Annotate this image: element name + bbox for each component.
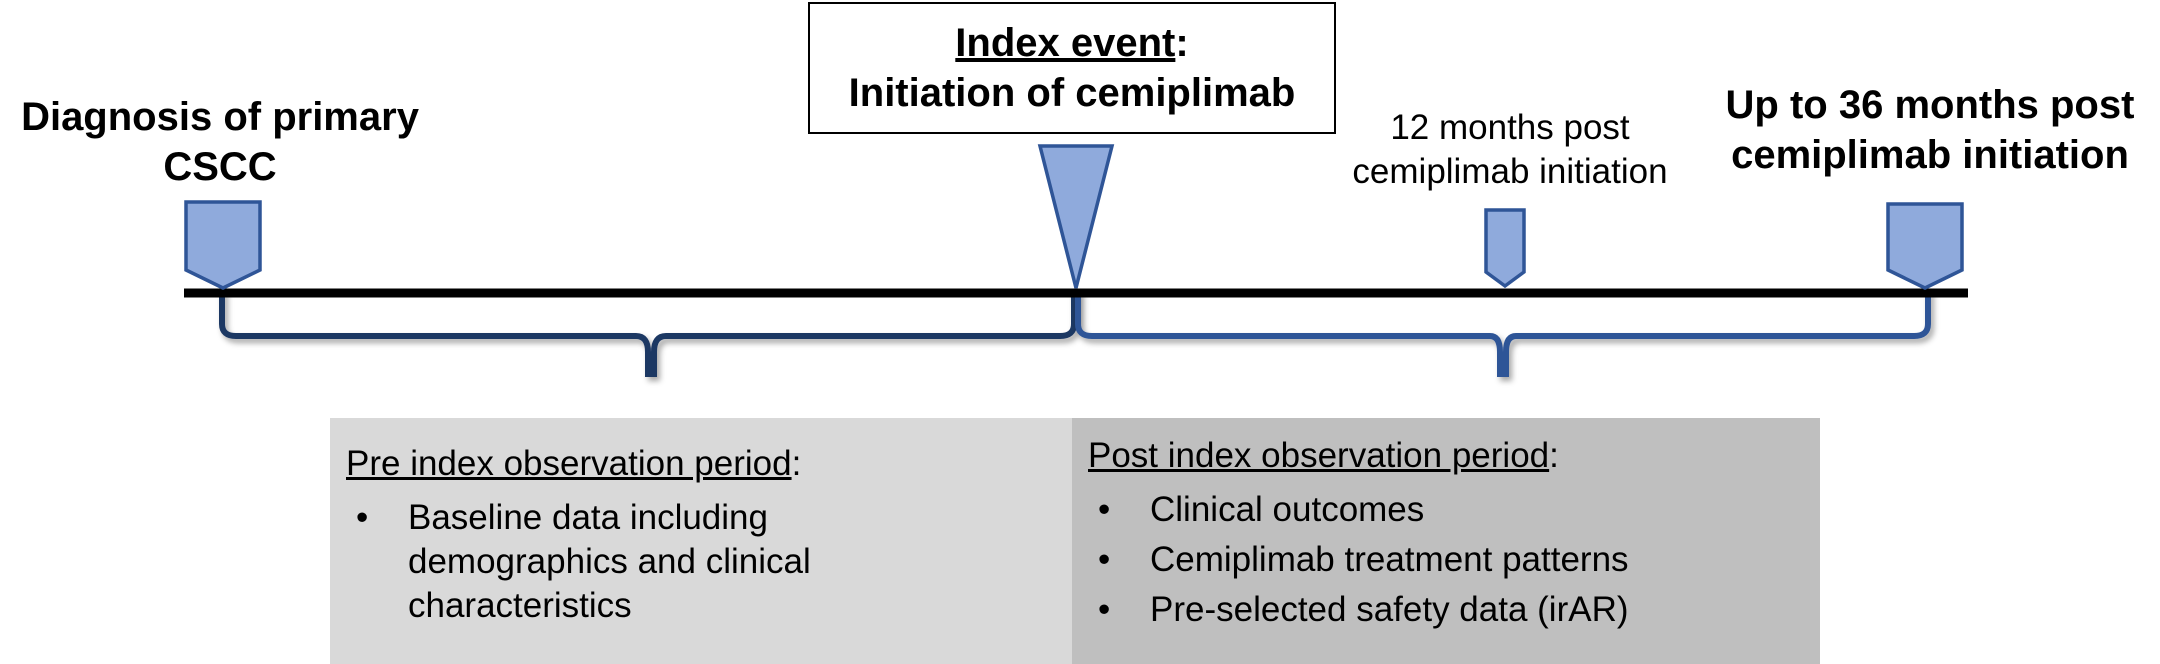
index-event-title-colon: :: [1175, 21, 1189, 65]
month36-label-line1: Up to 36 months post: [1725, 83, 2135, 127]
month12-label: 12 months post cemiplimab initiation: [1310, 106, 1710, 194]
bullet-icon: •: [1098, 540, 1111, 579]
post-index-list: • Clinical outcomes • Cemiplimab treatme…: [1088, 488, 1804, 632]
bullet-icon: •: [1098, 590, 1111, 629]
month36-marker: [1886, 202, 1964, 290]
index-event-subtitle: Initiation of cemiplimab: [848, 71, 1296, 115]
post-index-item-text: Clinical outcomes: [1150, 490, 1425, 529]
diagnosis-label: Diagnosis of primary CSCC: [0, 92, 440, 192]
pre-index-list: • Baseline data including demographics a…: [346, 496, 1056, 628]
post-index-panel: Post index observation period: • Clinica…: [1072, 418, 1820, 664]
pre-index-item-line2: demographics and clinical: [408, 542, 811, 581]
month36-label: Up to 36 months post cemiplimab initiati…: [1700, 80, 2160, 180]
post-index-item-text: Pre-selected safety data (irAR): [1150, 590, 1629, 629]
post-index-bracket: [1075, 290, 1931, 377]
bullet-icon: •: [356, 498, 369, 537]
pre-index-bracket: [219, 290, 1077, 377]
pre-index-item-line1: Baseline data including: [408, 498, 768, 537]
index-event-marker: [1037, 144, 1115, 289]
index-event-title: Index event:: [955, 18, 1188, 68]
index-event-box: Index event: Initiation of cemiplimab: [808, 2, 1336, 134]
diagnosis-marker: [184, 200, 262, 290]
list-item: • Pre-selected safety data (irAR): [1088, 588, 1804, 632]
diagnosis-label-line1: Diagnosis of primary: [21, 95, 419, 139]
pre-index-title-text: Pre index observation period: [346, 444, 792, 483]
post-index-item-text: Cemiplimab treatment patterns: [1150, 540, 1629, 579]
list-item: • Baseline data including demographics a…: [346, 496, 1056, 628]
post-index-title: Post index observation period:: [1088, 434, 1804, 478]
month36-label-line2: cemiplimab initiation: [1731, 133, 2129, 177]
pre-index-title: Pre index observation period:: [346, 442, 1056, 486]
post-index-title-colon: :: [1549, 436, 1559, 475]
post-index-title-text: Post index observation period: [1088, 436, 1550, 475]
pre-index-item-line3: characteristics: [408, 586, 632, 625]
index-event-title-text: Index event: [955, 21, 1176, 65]
month12-marker: [1484, 208, 1526, 289]
month12-label-line2: cemiplimab initiation: [1352, 152, 1668, 191]
diagnosis-label-line2: CSCC: [163, 145, 277, 189]
list-item: • Cemiplimab treatment patterns: [1088, 538, 1804, 582]
bullet-icon: •: [1098, 490, 1111, 529]
list-item: • Clinical outcomes: [1088, 488, 1804, 532]
month12-label-line1: 12 months post: [1390, 108, 1630, 147]
pre-index-panel: Pre index observation period: • Baseline…: [330, 418, 1072, 664]
pre-index-title-colon: :: [791, 444, 802, 483]
